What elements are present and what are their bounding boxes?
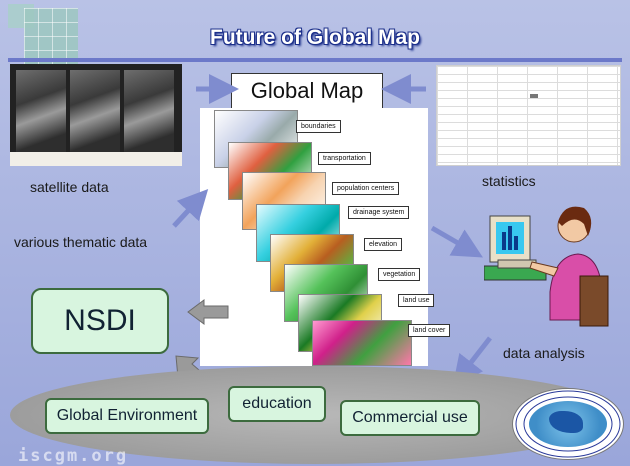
nsdi-box: NSDI <box>31 288 169 354</box>
satellite-panel <box>124 70 174 154</box>
statistics-sheet <box>436 65 621 166</box>
decorative-grid <box>24 8 78 66</box>
statistics-label: statistics <box>482 173 536 189</box>
layer-label-elevation: elevation <box>364 238 403 251</box>
layer-label-population-centers: population centers <box>332 182 400 195</box>
chair <box>579 275 609 327</box>
person-at-computer-illustration <box>484 206 609 327</box>
iscgm-logo <box>512 388 624 460</box>
arrow-thematic-to-map <box>172 188 209 228</box>
map-tile-land-cover <box>312 320 412 366</box>
nsdi-label: NSDI <box>64 304 136 337</box>
logo-landmass <box>549 411 583 433</box>
layer-label-land-use: land use <box>398 294 435 307</box>
person-arm <box>529 261 559 277</box>
satellite-caption-strip <box>10 152 182 166</box>
thematic-data-label: various thematic data <box>14 234 148 250</box>
arrow-analysis-to-applications <box>452 336 492 386</box>
satellite-data-label: satellite data <box>30 179 109 195</box>
satellite-panel <box>16 70 66 154</box>
layer-label-boundaries: boundaries <box>296 120 341 133</box>
global-map-label: Global Map <box>250 78 364 103</box>
title-underline <box>8 58 622 62</box>
slide-title: Future of Global Map <box>210 26 420 49</box>
statistics-marker <box>530 94 538 98</box>
site-watermark: iscgm.org <box>18 446 129 466</box>
data-analysis-label: data analysis <box>503 345 585 361</box>
logo-ring <box>515 390 621 458</box>
satellite-image <box>10 64 182 166</box>
education-box: education <box>228 386 326 422</box>
global-environment-label: Global Environment <box>56 407 198 424</box>
arrow-map-to-analysis <box>430 225 483 258</box>
person-hair <box>558 206 592 236</box>
arrow-map-to-nsdi <box>187 299 229 325</box>
global-environment-box: Global Environment <box>45 398 209 434</box>
layer-label-land-cover: land cover <box>408 324 451 337</box>
education-label: education <box>242 395 312 412</box>
commercial-use-box: Commercial use <box>340 400 480 436</box>
layer-label-vegetation: vegetation <box>378 268 421 281</box>
map-layer-stack: boundaries transportation population cen… <box>200 108 451 366</box>
satellite-panel <box>70 70 120 154</box>
layer-label-transportation: transportation <box>318 152 371 165</box>
commercial-use-label: Commercial use <box>352 409 468 426</box>
layer-label-drainage-system: drainage system <box>348 206 410 219</box>
global-map-box: Global Map <box>231 73 383 109</box>
